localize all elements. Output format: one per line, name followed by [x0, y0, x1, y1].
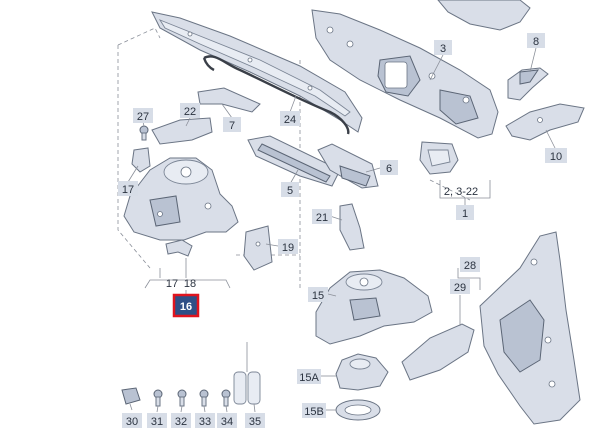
bracket-part-8: [507, 67, 549, 101]
svg-text:18: 18: [184, 278, 196, 290]
bolt-part-27: [139, 125, 149, 141]
bulkhead-part-3: [311, 9, 499, 139]
callout-30[interactable]: 30: [122, 413, 142, 428]
fasteners-30-34: [121, 387, 231, 407]
svg-text:17: 17: [122, 184, 134, 196]
svg-text:21: 21: [316, 212, 328, 224]
svg-text:19: 19: [282, 242, 294, 254]
callout-15[interactable]: 15: [308, 287, 328, 302]
svg-text:34: 34: [221, 416, 233, 428]
callout-17-top[interactable]: 17: [118, 181, 138, 196]
svg-text:8: 8: [533, 36, 539, 48]
strut-tower-part-15: [315, 269, 433, 345]
callout-7[interactable]: 7: [223, 117, 241, 132]
svg-text:1: 1: [462, 208, 468, 220]
svg-text:24: 24: [284, 114, 296, 126]
svg-text:30: 30: [126, 416, 138, 428]
svg-text:15B: 15B: [304, 406, 324, 418]
bracket-part-21: [339, 203, 365, 251]
upper-rail-part: [151, 11, 363, 133]
member-part-6: [317, 143, 379, 189]
bracket-part-17a: [131, 147, 151, 173]
callout-6[interactable]: 6: [380, 160, 398, 175]
callout-15B[interactable]: 15B: [302, 403, 326, 418]
svg-text:35: 35: [249, 416, 261, 428]
cartridge-part-35: [233, 342, 261, 405]
cup-part-15A: [335, 353, 389, 391]
svg-text:22: 22: [184, 106, 196, 118]
callout-31[interactable]: 31: [147, 413, 167, 428]
svg-text:33: 33: [199, 416, 211, 428]
callout-15A[interactable]: 15A: [297, 369, 321, 384]
svg-text:5: 5: [287, 185, 293, 197]
svg-text:29: 29: [454, 282, 466, 294]
callout-1[interactable]: 1: [456, 205, 474, 220]
bracket-part-7: [197, 87, 261, 113]
bracket-part-22: [151, 117, 213, 145]
callout-3[interactable]: 3: [434, 40, 452, 55]
leader-lines: [127, 47, 557, 413]
member-part-5: [247, 135, 341, 187]
svg-text:2, 3-22: 2, 3-22: [444, 186, 478, 198]
bracket-part-10: [505, 103, 585, 141]
panel-part-29: [401, 323, 475, 381]
svg-text:16: 16: [180, 301, 192, 313]
upper-right-panel: [437, 0, 531, 31]
callout-19[interactable]: 19: [278, 239, 298, 254]
seal-strip-24: [202, 55, 350, 135]
part-1-bracket-lines: [439, 180, 491, 205]
callout-27[interactable]: 27: [133, 108, 153, 123]
plate-part-19: [243, 225, 273, 271]
callout-29[interactable]: 29: [450, 279, 470, 294]
callout-8[interactable]: 8: [527, 33, 545, 48]
callout-5[interactable]: 5: [281, 182, 299, 197]
svg-text:6: 6: [386, 163, 392, 175]
svg-text:7: 7: [229, 120, 235, 132]
side-panel-part-28: [479, 231, 581, 425]
callout-2-3-22[interactable]: 2, 3-22: [444, 186, 478, 198]
callout-24[interactable]: 24: [280, 111, 300, 126]
svg-text:3: 3: [440, 43, 446, 55]
svg-text:32: 32: [175, 416, 187, 428]
callout-18[interactable]: 18: [184, 278, 196, 290]
callout-22[interactable]: 22: [180, 103, 200, 118]
strut-tower-part-16: [123, 157, 239, 241]
svg-text:31: 31: [151, 416, 163, 428]
ring-part-15B: [335, 399, 381, 421]
svg-text:15: 15: [312, 290, 324, 302]
svg-text:15A: 15A: [299, 372, 319, 384]
svg-text:27: 27: [137, 111, 149, 123]
callout-35[interactable]: 35: [245, 413, 265, 428]
svg-text:28: 28: [464, 260, 476, 272]
callout-10[interactable]: 10: [545, 148, 567, 163]
clip-part-18: [165, 239, 193, 257]
callout-21[interactable]: 21: [312, 209, 332, 224]
callout-32[interactable]: 32: [171, 413, 191, 428]
callout-17-bottom[interactable]: 17: [166, 278, 178, 290]
svg-text:10: 10: [550, 151, 562, 163]
svg-text:17: 17: [166, 278, 178, 290]
cup-bracket-part: [419, 141, 459, 175]
callout-33[interactable]: 33: [195, 413, 215, 428]
callout-34[interactable]: 34: [217, 413, 237, 428]
callout-28[interactable]: 28: [460, 257, 480, 272]
callout-16-selected[interactable]: 16: [172, 293, 200, 318]
